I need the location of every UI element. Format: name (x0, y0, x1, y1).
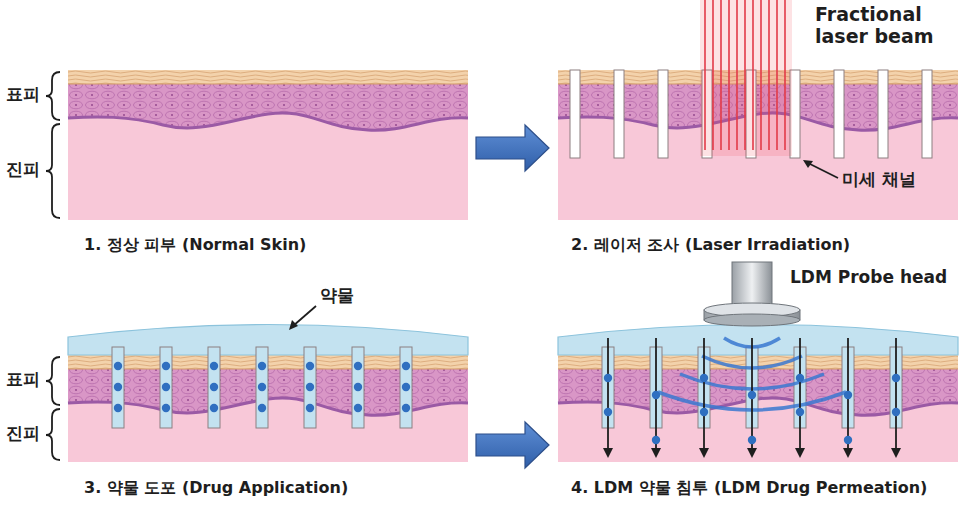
panel: 1. 정상 피부 (Normal Skin) (62, 62, 476, 262)
callout-label: LDM Probe head (790, 268, 947, 288)
drug-channel (112, 347, 124, 428)
laser-line (760, 0, 762, 150)
micro-channel (878, 70, 888, 158)
drug-particle (604, 374, 612, 382)
callout-label: 표피 (6, 85, 40, 105)
drug-particle (162, 383, 170, 391)
permeation-arrow (703, 338, 705, 450)
drug-particle (114, 404, 122, 412)
arrow-head (891, 448, 901, 458)
drug-particle (258, 362, 266, 370)
laser-line (776, 0, 778, 150)
drug-particle (402, 383, 410, 391)
layer-bracket (46, 72, 60, 460)
micro-channel (658, 70, 668, 158)
drug-particle (354, 383, 362, 391)
drug-particle (354, 362, 362, 370)
panel-caption: 4. LDM 약물 침투 (LDM Drug Permeation) (571, 478, 927, 499)
micro-channel (570, 70, 580, 158)
drug-particle (748, 436, 756, 444)
drug-channel (304, 347, 316, 428)
flow-arrow (476, 422, 549, 468)
callout-label: 진피 (6, 160, 40, 180)
drug-particle (700, 408, 708, 416)
drug-particle (700, 374, 708, 382)
drug-particle (306, 383, 314, 391)
drug-channel (256, 347, 268, 428)
panel-caption: 1. 정상 피부 (Normal Skin) (84, 235, 306, 256)
drug-particle (162, 362, 170, 370)
laser-line (784, 0, 786, 150)
drug-particle (796, 408, 804, 416)
callout-label: 미세 채널 (842, 170, 916, 190)
laser-line (768, 0, 770, 150)
drug-particle (258, 404, 266, 412)
drug-particle (210, 404, 218, 412)
arrow-head (699, 448, 709, 458)
arrow-head (603, 448, 613, 458)
drug-particle (844, 391, 852, 399)
panel: 2. 레이저 조사 (Laser Irradiation) (549, 62, 963, 262)
panel: 4. LDM 약물 침투 (LDM Drug Permeation) (549, 300, 963, 505)
drug-particle (652, 391, 660, 399)
laser-line (720, 0, 722, 150)
callout-label: Fractional laser beam (815, 4, 957, 48)
drug-particle (748, 391, 756, 399)
leader-line (806, 162, 838, 178)
arrow-head (747, 448, 757, 458)
irradiated-skin (558, 0, 958, 220)
panel-caption: 3. 약물 도포 (Drug Application) (84, 478, 348, 499)
drug-particle (258, 383, 266, 391)
arrow-head (651, 448, 661, 458)
callout-label: 진피 (6, 424, 40, 444)
drug-particle (210, 362, 218, 370)
callout-label: 표피 (6, 370, 40, 390)
permeation-arrow (607, 338, 609, 450)
laser-line (712, 0, 714, 150)
drug-particle (354, 404, 362, 412)
panel-caption: 2. 레이저 조사 (Laser Irradiation) (571, 235, 850, 256)
drug-channel (400, 347, 412, 428)
drug-particle (306, 404, 314, 412)
probe-head (704, 262, 800, 326)
ldm-permeation-skin (558, 262, 958, 462)
drug-particle (844, 436, 852, 444)
drug-particle (210, 383, 218, 391)
micro-channel (922, 70, 932, 158)
normal-skin (68, 70, 468, 220)
micro-channel (834, 70, 844, 158)
drug-particle (652, 436, 660, 444)
micro-channel (614, 70, 624, 158)
laser-line (704, 0, 706, 150)
drug-applied-skin (68, 306, 468, 462)
arrow-head (795, 448, 805, 458)
laser-line (752, 0, 754, 150)
drug-particle (306, 362, 314, 370)
laser-line (744, 0, 746, 150)
drug-particle (892, 374, 900, 382)
drug-channel (208, 347, 220, 428)
drug-particle (796, 374, 804, 382)
drug-particle (892, 408, 900, 416)
drug-particle (402, 362, 410, 370)
drug-particle (604, 408, 612, 416)
drug-particle (114, 362, 122, 370)
drug-particle (114, 383, 122, 391)
laser-line (736, 0, 738, 150)
permeation-arrow (895, 338, 897, 450)
permeation-arrow (799, 338, 801, 450)
laser-line (728, 0, 730, 150)
drug-particle (162, 404, 170, 412)
flow-arrow (476, 125, 549, 171)
callout-label: 약물 (320, 286, 354, 306)
drug-particle (402, 404, 410, 412)
drug-channel (160, 347, 172, 428)
panel: 3. 약물 도포 (Drug Application) (62, 300, 476, 505)
arrow-head (843, 448, 853, 458)
drug-channel (352, 347, 364, 428)
